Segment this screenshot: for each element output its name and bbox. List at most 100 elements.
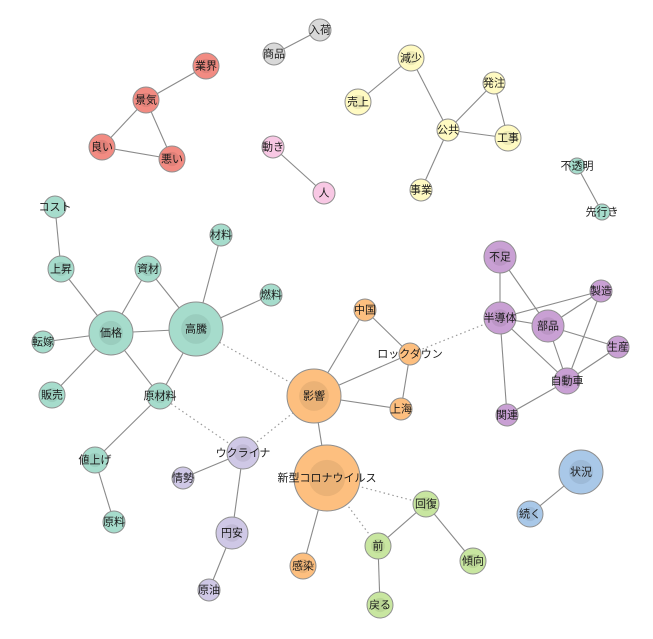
node-koukyou[interactable]: 公共 — [436, 118, 460, 142]
node-lockdown[interactable]: ロックダウン — [377, 342, 443, 366]
node-label: 販売 — [41, 389, 63, 402]
node-label: 高騰 — [185, 322, 207, 336]
node-circle — [482, 71, 506, 95]
node-label: ロックダウン — [377, 347, 443, 361]
node-hanbai[interactable]: 販売 — [38, 381, 66, 409]
node-eikyou[interactable]: 影響 — [286, 368, 342, 424]
node-shizai[interactable]: 資材 — [134, 255, 162, 283]
node-core — [53, 261, 69, 277]
node-label: 部品 — [537, 319, 559, 333]
node-genyu[interactable]: 原油 — [197, 578, 221, 602]
node-circle — [398, 342, 422, 366]
node-circle — [568, 157, 586, 175]
node-core — [198, 58, 214, 74]
node-core — [491, 248, 509, 266]
node-jousei[interactable]: 情勢 — [171, 466, 195, 490]
node-kaifuku[interactable]: 回復 — [412, 490, 440, 518]
node-corona[interactable]: 新型コロナウイルス — [278, 444, 377, 512]
node-core — [223, 524, 241, 542]
node-handoutai[interactable]: 半導体 — [483, 301, 517, 335]
node-circle — [262, 42, 286, 66]
node-nenryo[interactable]: 燃料 — [259, 283, 283, 307]
node-label: 原油 — [198, 583, 220, 597]
node-label: 戻る — [369, 599, 391, 612]
node-label: 前 — [373, 539, 384, 553]
node-circle — [353, 298, 377, 322]
node-shanghai[interactable]: 上海 — [389, 397, 413, 421]
node-label: コスト — [39, 201, 72, 214]
node-label: 情勢 — [172, 471, 194, 485]
node-kakaku[interactable]: 価格 — [88, 310, 134, 356]
node-cost[interactable]: コスト — [39, 195, 72, 219]
node-joukyou[interactable]: 状況 — [558, 449, 604, 495]
node-label: 商品 — [263, 47, 285, 61]
node-core — [350, 94, 366, 110]
node-yoi[interactable]: 良い — [88, 133, 116, 161]
node-warui[interactable]: 悪い — [158, 145, 186, 173]
node-shohin[interactable]: 商品 — [262, 42, 286, 66]
edge-genzairyo-neage — [94, 395, 161, 461]
node-circle — [589, 279, 613, 303]
node-core — [299, 381, 329, 411]
node-seizou[interactable]: 製造 — [589, 279, 613, 303]
node-uriage[interactable]: 売上 — [344, 88, 372, 116]
node-label: 減少 — [400, 51, 422, 65]
node-core — [94, 139, 110, 155]
node-circle — [593, 203, 611, 221]
node-enyasu[interactable]: 円安 — [215, 516, 249, 550]
node-label: 転嫁 — [32, 335, 54, 349]
node-seisan[interactable]: 生産 — [606, 335, 630, 359]
node-label: 製造 — [590, 284, 612, 298]
node-hito[interactable]: 人 — [312, 181, 336, 205]
node-tenka[interactable]: 転嫁 — [31, 330, 55, 354]
node-label: 価格 — [100, 326, 122, 340]
node-label: 発注 — [483, 76, 505, 90]
node-label: 原材料 — [144, 389, 177, 403]
node-chugoku[interactable]: 中国 — [353, 298, 377, 322]
node-joushou[interactable]: 上昇 — [47, 255, 75, 283]
node-core — [559, 373, 575, 389]
node-ukraine[interactable]: ウクライナ — [216, 436, 271, 470]
node-genzairyo[interactable]: 原材料 — [144, 382, 177, 410]
node-core — [522, 506, 538, 522]
node-mae[interactable]: 前 — [364, 532, 392, 560]
node-kanren[interactable]: 関連 — [495, 403, 519, 427]
node-circle — [102, 510, 126, 534]
node-genryo[interactable]: 原料 — [102, 510, 126, 534]
node-tsuzuku[interactable]: 続く — [516, 500, 544, 528]
edge-seizou-jidousha — [566, 290, 602, 382]
node-genshou[interactable]: 減少 — [397, 44, 425, 72]
node-circle — [436, 118, 460, 142]
node-keiki[interactable]: 景気 — [132, 86, 160, 114]
node-futoumei[interactable]: 不透明 — [561, 157, 594, 175]
node-keikou[interactable]: 傾向 — [459, 547, 487, 575]
node-core — [491, 309, 509, 327]
node-fusoku[interactable]: 不足 — [483, 240, 517, 274]
node-sakiyuki[interactable]: 先行き — [586, 203, 619, 221]
node-kouji[interactable]: 工事 — [494, 124, 522, 152]
node-koutou[interactable]: 高騰 — [168, 301, 224, 357]
node-core — [418, 496, 434, 512]
edge-futoumei-sakiyuki — [576, 165, 603, 213]
node-jigyou[interactable]: 事業 — [409, 178, 433, 202]
node-kansen[interactable]: 感染 — [289, 552, 317, 580]
node-circle — [259, 283, 283, 307]
node-core — [500, 130, 516, 146]
node-label: 燃料 — [260, 288, 282, 302]
node-gyokai[interactable]: 業界 — [192, 52, 220, 80]
node-neage[interactable]: 値上げ — [79, 446, 112, 474]
node-circle — [171, 466, 195, 490]
node-zairyo[interactable]: 材料 — [209, 223, 233, 247]
node-buhin[interactable]: 部品 — [531, 309, 565, 343]
node-label: 新型コロナウイルス — [278, 471, 377, 485]
node-nyuka[interactable]: 入荷 — [308, 18, 332, 42]
node-jidousha[interactable]: 自動車 — [551, 367, 584, 395]
node-ugoki[interactable]: 動き — [261, 135, 285, 159]
node-hatchu[interactable]: 発注 — [482, 71, 506, 95]
node-label: 状況 — [570, 465, 592, 479]
node-core — [98, 320, 124, 346]
node-modoru[interactable]: 戻る — [366, 591, 394, 619]
node-label: 上海 — [390, 402, 412, 416]
